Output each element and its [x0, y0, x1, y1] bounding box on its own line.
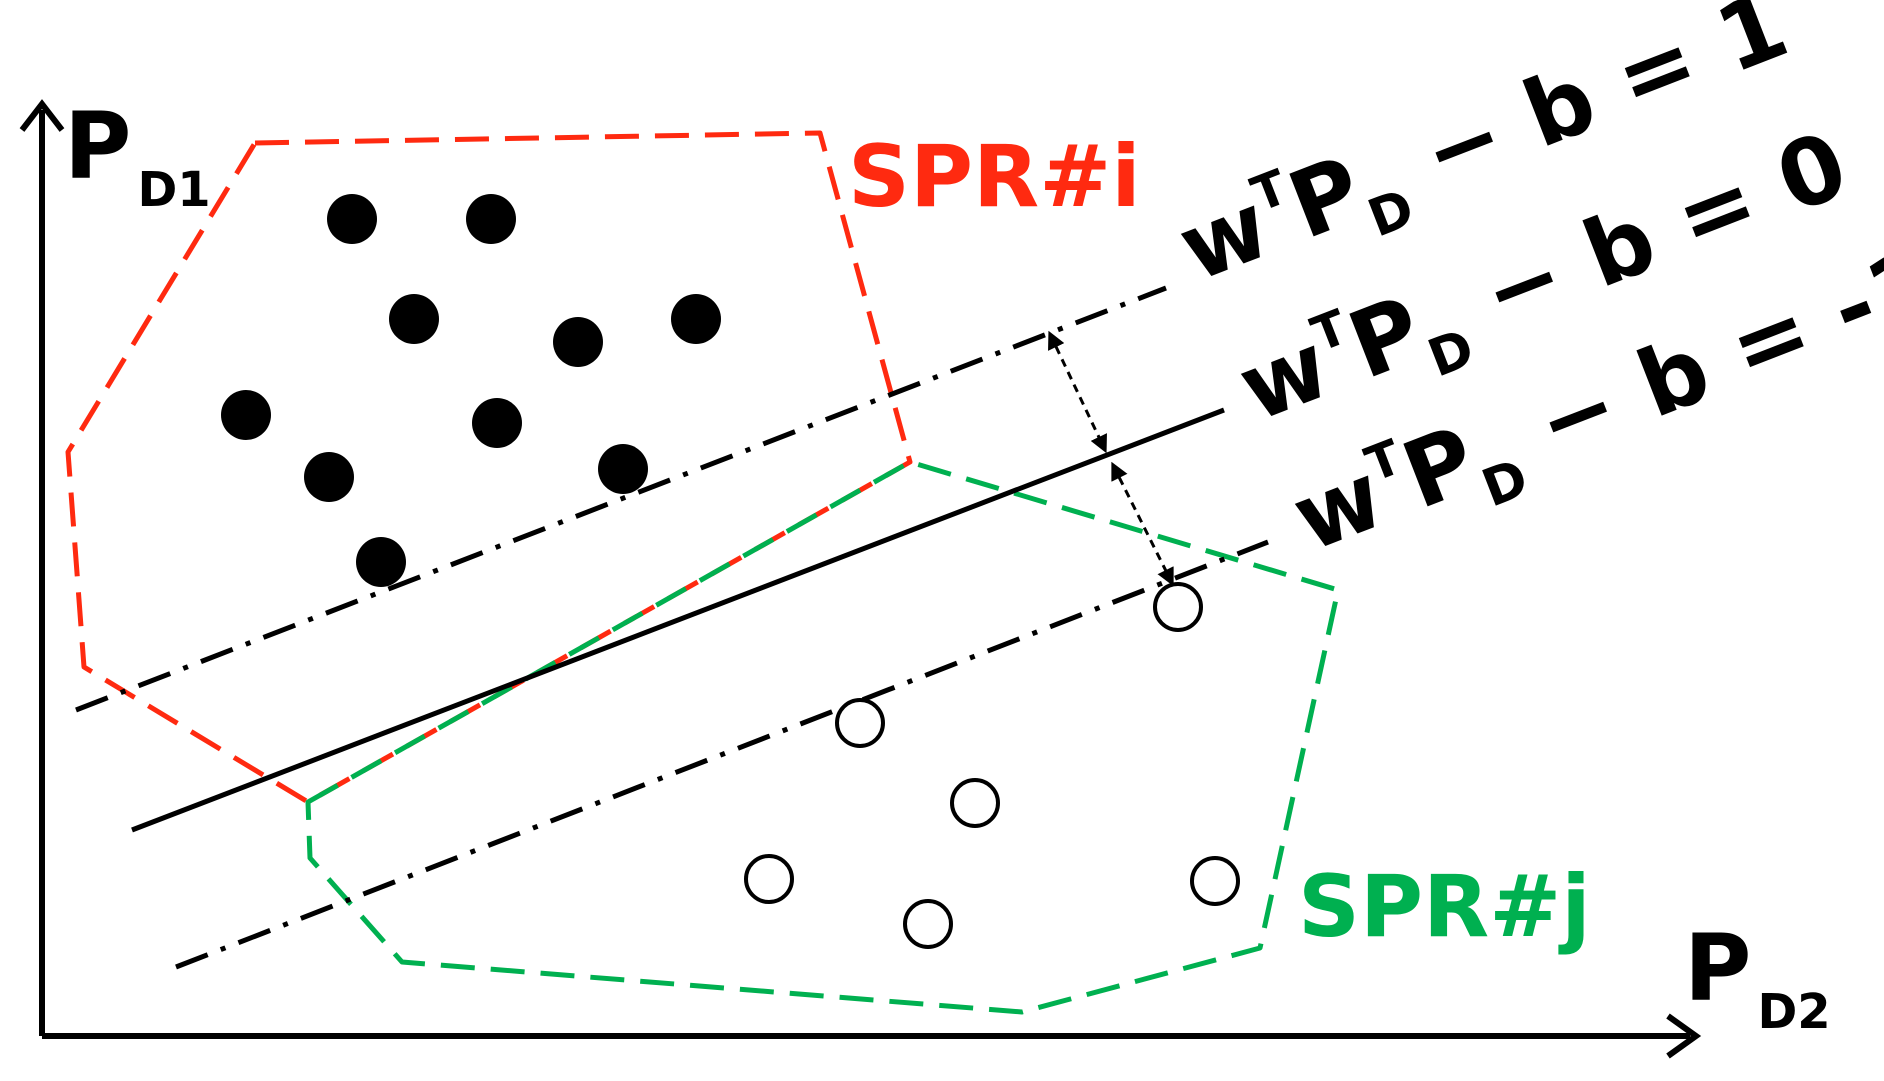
region-label-spr-j: SPR#j	[1298, 857, 1591, 957]
point-filled	[327, 194, 377, 244]
margin-arrow-upper	[1048, 330, 1107, 454]
x-axis-arrowhead	[1666, 1013, 1702, 1059]
region-spr-j	[305, 459, 1341, 1015]
point-filled	[598, 444, 648, 494]
y-axis-label-subscript: D1	[137, 162, 210, 218]
point-filled	[472, 398, 522, 448]
point-hollow	[903, 899, 953, 949]
point-hollow	[950, 778, 1000, 828]
region-label-spr-i: SPR#i	[848, 127, 1141, 227]
point-filled	[304, 452, 354, 502]
point-filled	[389, 294, 439, 344]
margin-arrow-lower	[1111, 461, 1174, 587]
decision-line	[131, 407, 1225, 833]
lower-margin-line	[175, 539, 1269, 970]
point-filled	[553, 317, 603, 367]
point-hollow	[744, 854, 794, 904]
y-axis-arrowhead	[19, 99, 65, 132]
point-hollow	[1190, 856, 1240, 906]
x-axis-label-subscript: D2	[1757, 984, 1830, 1040]
point-hollow	[1153, 582, 1203, 632]
point-filled	[221, 390, 271, 440]
point-filled	[356, 537, 406, 587]
class-j-points	[744, 582, 1240, 949]
region-spr-i	[65, 130, 913, 805]
point-filled	[671, 294, 721, 344]
class-i-points	[221, 194, 721, 587]
point-filled	[466, 194, 516, 244]
upper-margin-line	[75, 285, 1167, 713]
point-hollow	[835, 698, 885, 748]
